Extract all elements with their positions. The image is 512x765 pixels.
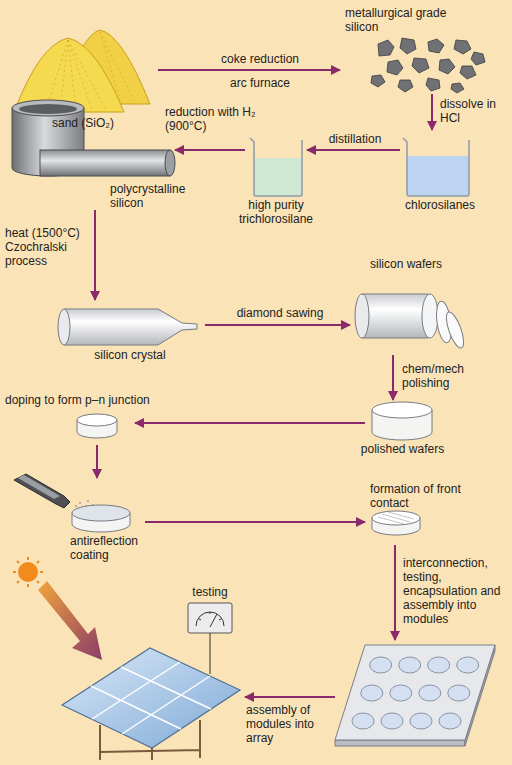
process-stage: sand (SiO₂) bbox=[8, 28, 158, 136]
process-arrow bbox=[96, 445, 98, 478]
process-arrow bbox=[175, 149, 245, 151]
stage-caption: chlorosilanes bbox=[395, 198, 485, 212]
process-arrow bbox=[245, 696, 335, 698]
process-stage bbox=[335, 640, 495, 745]
solar-cell bbox=[448, 685, 470, 701]
trichlorosilane-beaker bbox=[250, 138, 302, 196]
process-stage: testing bbox=[180, 583, 240, 633]
solar-cell bbox=[457, 657, 479, 673]
solar-cell bbox=[381, 713, 403, 729]
doped-wafer bbox=[77, 414, 117, 438]
process-stage: formation of front contact bbox=[365, 480, 485, 545]
process-stage: silicon crystal bbox=[55, 300, 205, 365]
step-label: heat (1500°C) Czochralski process bbox=[5, 226, 90, 268]
stage-caption: antireflection coating bbox=[70, 534, 160, 562]
step-label: distillation bbox=[315, 132, 395, 146]
solar-cell bbox=[390, 685, 412, 701]
process-arrow bbox=[135, 422, 365, 424]
contact-wafer bbox=[372, 511, 420, 535]
step-label: reduction with H₂ (900°C) bbox=[165, 105, 257, 133]
test-wire bbox=[210, 633, 211, 648]
solar-cell bbox=[428, 657, 450, 673]
process-stage: doping to form p–n junction bbox=[5, 393, 135, 445]
sun bbox=[13, 557, 102, 660]
process-stage bbox=[55, 648, 245, 760]
stage-caption: metallurgical grade silicon bbox=[345, 6, 455, 34]
stage-caption: silicon crystal bbox=[75, 348, 185, 362]
silicon-wafers bbox=[355, 294, 467, 350]
solar-cell bbox=[399, 657, 421, 673]
step-label: coke reduction bbox=[185, 52, 335, 66]
step-label: chem/mech polishing bbox=[402, 362, 487, 390]
solar-cell bbox=[352, 713, 374, 729]
process-arrow bbox=[145, 521, 365, 523]
chlorosilane-beaker bbox=[403, 138, 469, 196]
silicon-ingot bbox=[58, 309, 197, 345]
stage-caption: doping to form p–n junction bbox=[5, 393, 185, 407]
process-stage: chlorosilanes bbox=[400, 130, 490, 220]
stage-caption: testing bbox=[180, 585, 240, 599]
process-arrow bbox=[392, 355, 394, 400]
process-arrow bbox=[307, 149, 400, 151]
process-stage: silicon wafers bbox=[350, 255, 475, 355]
process-stage: metallurgical grade silicon bbox=[340, 4, 500, 94]
test-meter bbox=[188, 603, 232, 633]
stage-caption: formation of front contact bbox=[370, 482, 480, 510]
stage-caption: high purity trichlorosilane bbox=[225, 198, 327, 226]
solar-cell bbox=[419, 685, 441, 701]
step-label: assembly of modules into array bbox=[246, 703, 330, 745]
stage-caption: silicon wafers bbox=[370, 257, 470, 271]
process-note: arc furnace bbox=[185, 76, 335, 90]
stage-caption: polycrystalline silicon bbox=[110, 182, 220, 210]
process-stage: high purity trichlorosilane bbox=[245, 132, 307, 230]
process-arrow bbox=[431, 94, 433, 130]
solar-array bbox=[62, 648, 240, 760]
solar-cell bbox=[370, 657, 392, 673]
process-arrow bbox=[394, 545, 396, 640]
solar-cell bbox=[439, 713, 461, 729]
process-stage: polished wafers bbox=[365, 400, 440, 460]
process-stage: polycrystalline silicon bbox=[5, 98, 175, 210]
module-tray bbox=[335, 645, 495, 746]
solar-cell bbox=[361, 685, 383, 701]
polished-wafer-stack bbox=[372, 402, 432, 440]
reactor-vessel bbox=[12, 100, 175, 176]
process-arrow bbox=[158, 69, 340, 71]
stage-caption: sand (SiO₂) bbox=[38, 116, 128, 130]
step-label: diamond sawing bbox=[215, 306, 345, 320]
process-stage: antireflection coating bbox=[5, 478, 145, 568]
process-arrow bbox=[205, 324, 350, 326]
step-label: dissolve in HCl bbox=[440, 97, 508, 125]
stage-caption: polished wafers bbox=[355, 442, 450, 456]
solar-cell bbox=[410, 713, 432, 729]
coated-wafer bbox=[72, 505, 130, 532]
process-arrow bbox=[94, 210, 96, 300]
sand-pile bbox=[14, 30, 150, 112]
silicon-chunks bbox=[371, 38, 485, 93]
step-label: interconnection, testing, encapsulation … bbox=[403, 556, 505, 626]
